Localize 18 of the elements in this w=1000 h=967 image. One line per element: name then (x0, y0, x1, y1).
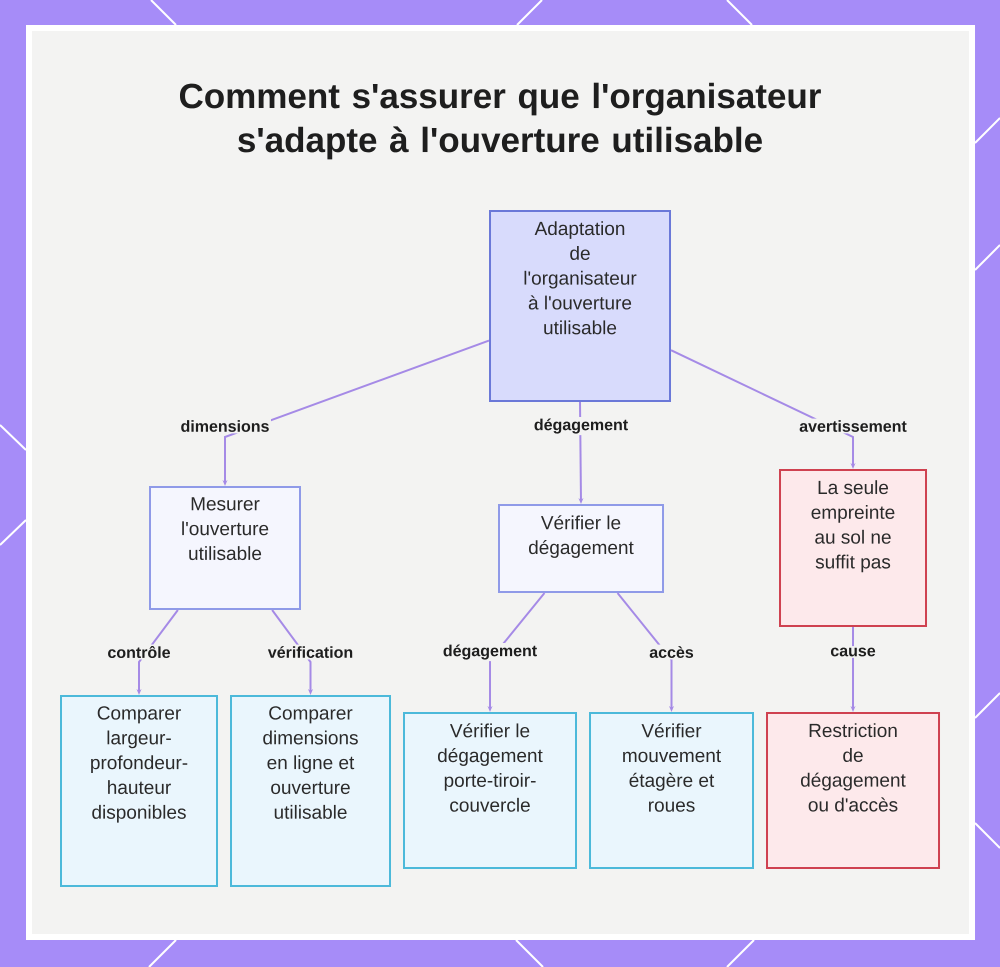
process-box: Vérifier le dégagement (498, 504, 664, 593)
edge-label: dégagement (441, 642, 539, 662)
process-box: Vérifier mouvement étagère et roues (589, 712, 754, 869)
edge-label: avertissement (798, 418, 908, 434)
process-box: Vérifier le dégagement porte-tiroir-couvercle (403, 712, 577, 869)
edge-label: cause (828, 646, 878, 658)
process-box: Mesurer l'ouverture utilisable (149, 486, 301, 610)
edge-label: accès (648, 644, 696, 660)
edge-label: dimensions (179, 418, 271, 434)
edge-label: contrôle (106, 644, 172, 660)
edge-label: vérification (266, 644, 355, 660)
warning-box: Restriction de dégagement ou d'accès (766, 712, 940, 869)
process-box: Comparer dimensions en ligne et ouverture utilisable (230, 695, 391, 887)
title: Comment s'assurer que l'organisateur s'adapte à l'ouverture utilisable (180, 82, 821, 160)
process-box: Adaptation de l'organisateur à l'ouverture utilisable (489, 210, 671, 402)
warning-box: La seule empreinte au sol ne suffit pas (779, 469, 927, 627)
process-box: Comparer largeur-profondeur-hauteur disponibles (60, 695, 218, 887)
edge-label: dégagement (532, 416, 630, 436)
